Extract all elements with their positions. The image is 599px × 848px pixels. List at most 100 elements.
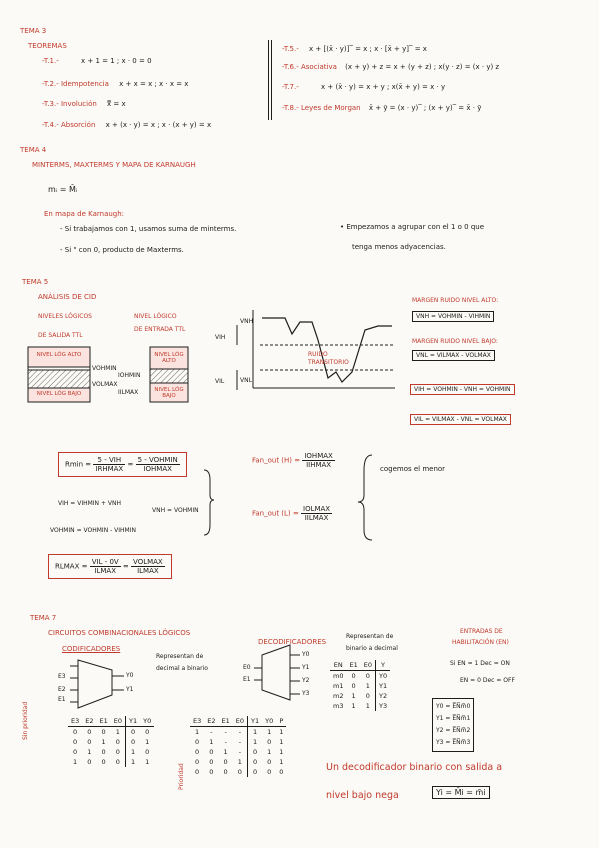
rmin-den-2: IOHMAX	[143, 465, 172, 473]
fanout-brace	[357, 454, 373, 541]
theorem-t4: -T.4.- Absorción x + (x · y) = x ; x · (…	[42, 121, 211, 129]
decoders-title: DECODIFICADORES	[258, 638, 327, 646]
fanout-low-fraction: IOLMAX IILMAX	[301, 505, 333, 522]
out-low-band	[27, 387, 91, 403]
table-header: Y0	[262, 716, 277, 727]
encoder-output-y0: Y0	[126, 672, 134, 679]
fanout-low-label: Fan_out (L) =	[252, 509, 299, 518]
out-low-label: NIVEL LÓG BAJO	[36, 391, 82, 397]
fanout-high-num: IOHMAX	[302, 452, 335, 461]
vih-formula: VIH = VOHMIN - VNH = VOHMIN	[410, 384, 515, 395]
rmax-den: ILMAX	[94, 567, 116, 575]
theorem-label: -T.7.-	[282, 83, 299, 91]
table-header: E1	[346, 660, 361, 671]
vih-sum: VIH = VIHMIN + VNH	[58, 500, 121, 507]
enable-title: ENTRADAS DE	[460, 628, 503, 635]
table-header: Y	[374, 660, 391, 671]
encoder-block	[77, 659, 113, 709]
enable-rule-2: EN = 0 Dec = OFF	[460, 677, 515, 684]
rmax-label: RLMAX	[55, 562, 80, 571]
tema4-title: TEMA 4	[20, 146, 47, 154]
fanout-high-fraction: IOHMAX IIHMAX	[302, 452, 335, 469]
table-header: E0	[360, 660, 376, 671]
noise-label: RUIDO	[308, 351, 328, 358]
encoders-note-2: decimal a binario	[156, 665, 208, 672]
noise-label-2: TRANSITORIO	[308, 359, 349, 366]
rmin-box: Rmin = 5 - VIH IRHMAX = 5 - VOHMIN IOHMA…	[58, 452, 187, 477]
margin-high-formula: VNH = VOHMIN - VIHMIN	[412, 311, 495, 322]
priority-label: Prioridad	[178, 763, 185, 790]
theorem-label: -T.3.- Involución	[42, 100, 97, 108]
rmin-num-2: 5 - VOHMIN	[135, 456, 180, 465]
tema3-title: TEMA 3	[20, 27, 47, 35]
fanout-high-den: IIHMAX	[306, 461, 332, 469]
theorem-label: -T.4.- Absorción	[42, 121, 96, 129]
theorem-t7: -T.7.- x + (x̄ · y) = x + y ; x(x̄ + y) …	[282, 83, 445, 91]
rmin-fraction: 5 - VIH IRHMAX	[93, 456, 126, 473]
rmin-den: IRHMAX	[95, 465, 124, 473]
table-header: E3	[190, 716, 205, 727]
iilmax-label: IILMAX	[118, 389, 139, 396]
out-levels-label: NIVELES LÓGICOS	[38, 313, 92, 320]
theorem-formula: x + (x̄ · y) = x + y ; x(x̄ + y) = x · y	[321, 83, 446, 91]
fanout-high: Fan_out (H) = IOHMAX IIHMAX	[252, 452, 335, 469]
karnaugh-note-2: tenga menos adyacencias.	[352, 243, 446, 251]
fanout-low-num: IOLMAX	[301, 505, 333, 514]
rmax-fraction: VIL - 0V ILMAX	[89, 558, 121, 575]
theorem-label: -T.5.-	[282, 45, 299, 53]
tema7-title: TEMA 7	[30, 614, 57, 622]
rmax-fraction-2: VOLMAX ILMAX	[131, 558, 165, 575]
final-note-1: Un decodificador binario con salida a	[326, 762, 503, 773]
enable-formula: Y3 = E̅N̅m̅3	[436, 739, 471, 746]
decoder-output-y3: Y3	[302, 690, 310, 697]
table-header: Y1	[247, 716, 263, 727]
tema4-subtitle: MINTERMS, MAXTERMS Y MAPA DE KARNAUGH	[32, 161, 196, 169]
fanout-high-label: Fan_out (H) =	[252, 456, 301, 465]
enable-formulas: Y0 = E̅N̅m̅0 Y1 = E̅N̅m̅1 Y2 = E̅N̅m̅2 Y…	[432, 698, 475, 752]
encoder-input-e3: E3	[58, 673, 66, 680]
theorem-formula: x + [(x̄ · y)]‾ = x ; x · [x̄ + y]‾ = x	[309, 45, 427, 53]
vnh-zero: VNH = VOHMIN	[152, 507, 199, 514]
theorem-t3: -T.3.- Involución x̿ = x	[42, 100, 126, 108]
decoder-input-e0: E0	[243, 664, 251, 671]
iohmin-label: IOHMIN	[118, 372, 141, 379]
enable-formula: Y2 = E̅N̅m̅2	[436, 727, 471, 734]
tema3-subtitle: TEOREMAS	[28, 42, 67, 50]
theorem-t1: -T.1.- x + 1 = 1 ; x · 0 = 0	[42, 57, 152, 65]
in-levels-label-2: DE ENTRADA TTL	[134, 326, 186, 333]
fanout-low-den: IILMAX	[304, 514, 329, 522]
rmin-label: Rmin	[65, 460, 84, 469]
rmin-num: 5 - VIH	[93, 456, 126, 465]
table-header: E1	[96, 716, 111, 727]
table-header: Y0	[140, 716, 155, 727]
theorem-t2: -T.2.- Idempotencia x + x = x ; x · x = …	[42, 80, 188, 88]
margin-high-title: MARGEN RUIDO NIVEL ALTO:	[412, 297, 499, 304]
volmax-label: VOLMAX	[92, 381, 118, 388]
encoders-note-1: Representan de	[156, 653, 204, 660]
enable-formula: Y1 = E̅N̅m̅1	[436, 715, 471, 722]
tema5-title: TEMA 5	[22, 278, 49, 286]
encoder-input-e2: E2	[58, 686, 66, 693]
table-header: P	[276, 716, 287, 727]
table-header: E0	[232, 716, 248, 727]
decoder-block	[261, 644, 291, 701]
decoders-note-1: Representan de	[346, 633, 394, 640]
theorem-formula: x + x = x ; x · x = x	[119, 80, 189, 88]
rmax-num: VIL - 0V	[89, 558, 121, 567]
tema5-subtitle: ANÁLISIS DE CID	[38, 293, 97, 301]
vil-label: VIL	[215, 378, 225, 385]
no-priority-label: Sin prioridad	[22, 701, 29, 740]
table-header: E3	[68, 716, 83, 727]
vnh-label: VNH	[240, 318, 254, 325]
final-note-2: nivel bajo nega	[326, 790, 399, 801]
encoders-title: CODIFICADORES	[62, 645, 121, 653]
